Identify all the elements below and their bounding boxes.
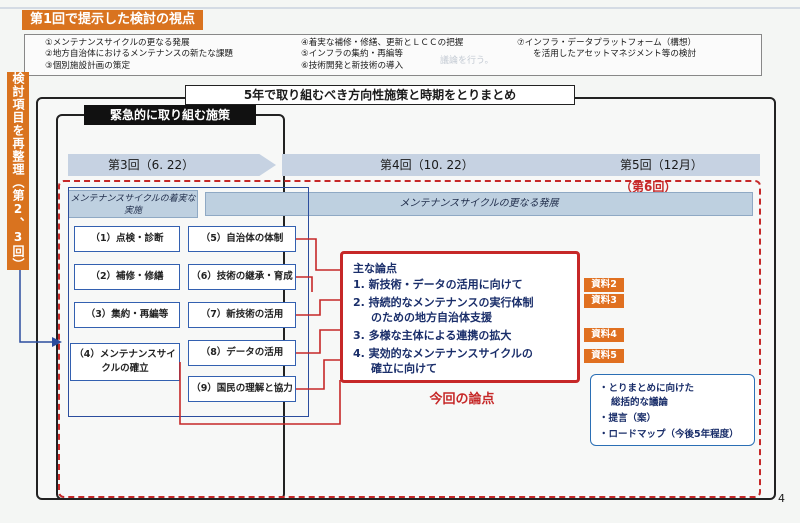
summary-box: ・とりまとめに向けた 総括的な議論 ・提言（案） ・ロードマップ（今後5年程度） — [590, 374, 755, 446]
top-rule — [0, 7, 800, 9]
timeline-label-4: 第4回（10. 22） — [380, 158, 474, 172]
blue-group-outline — [68, 187, 309, 417]
item-public: （9）国民の理解と協力 — [188, 376, 296, 402]
summary-line-1: ・とりまとめに向けた — [599, 383, 695, 394]
item-cycle-establishment: （4）メンテナンスサイクルの確立 — [70, 343, 180, 381]
ref-doc-2[interactable]: 資料2 — [584, 278, 624, 292]
this-time-label: 今回の論点 — [429, 392, 495, 407]
main-points-heading: 主な論点 — [353, 262, 397, 275]
item-inspection: （1）点検・診断 — [74, 226, 180, 252]
item-local-gov: （5）自治体の体制 — [188, 226, 296, 252]
connector-4 — [179, 362, 341, 425]
page-number: 4 — [778, 492, 785, 505]
side-arrow — [19, 270, 52, 343]
ref-doc-5[interactable]: 資料5 — [584, 349, 624, 363]
connector-5 — [296, 238, 340, 271]
ref-doc-4[interactable]: 資料4 — [584, 328, 624, 342]
connector-9 — [296, 359, 340, 390]
viewpoint-6: ⑥技術開発と新技術の導入 — [301, 61, 404, 71]
item-new-tech: （7）新技術の活用 — [188, 302, 296, 328]
viewpoint-3: ③個別施設計画の策定 — [45, 61, 131, 71]
urgent-title: 緊急的に取り組む施策 — [84, 105, 256, 125]
item-consolidation: （3）集約・再編等 — [74, 302, 180, 328]
red-dashed-region — [58, 180, 761, 498]
main-points-box: 主な論点 1. 新技術・データの活用に向けて 2. 持続的なメンテナンスの実行体… — [340, 251, 580, 383]
timeline-label-3: 第3回（6. 22） — [108, 158, 195, 172]
point-4: 4. 実効的なメンテナンスサイクルの — [353, 347, 533, 360]
point-1: 1. 新技術・データの活用に向けて — [353, 278, 523, 291]
outer-title: 5年で取り組むべき方向性施策と時期をとりまとめ — [185, 85, 575, 105]
viewpoint-7: ⑦インフラ・データプラットフォーム（構想） — [517, 38, 697, 48]
viewpoint-4: ④着実な補修・修繕、更新とＬＣＣの把握 — [301, 38, 464, 48]
band-steady: メンテナンスサイクルの着実な実施 — [68, 190, 198, 218]
viewpoint-5: ⑤インフラの集約・再編等 — [301, 49, 403, 59]
timeline-label-5: 第5回（12月） — [620, 158, 703, 172]
timeline-arrow-3: 第3回（6. 22） — [68, 154, 276, 176]
timeline-label-6: （第6回） — [620, 180, 677, 194]
point-2-cont: のための地方自治体支援 — [371, 311, 492, 324]
viewpoint-7-cont: を活用したアセットマネジメント等の検討 — [533, 49, 697, 59]
item-data: （8）データの活用 — [188, 340, 296, 366]
side-label: 検討項目を再整理（第2、3回） — [7, 72, 29, 271]
viewpoint-2: ②地方自治体におけるメンテナンスの新たな課題 — [45, 49, 234, 59]
connector-8 — [296, 329, 340, 354]
timeline-arrow-5: 第5回（12月） （第6回） — [600, 154, 760, 194]
item-tech-succession: （6）技術の継承・育成 — [188, 264, 296, 290]
viewpoint-1: ①メンテナンスサイクルの更なる発展 — [45, 38, 190, 48]
viewpoints-box: ①メンテナンスサイクルの更なる発展 ②地方自治体におけるメンテナンスの新たな課題… — [24, 34, 762, 76]
connector-6 — [296, 276, 313, 292]
section-header: 第1回で提示した検討の視点 — [22, 10, 204, 30]
ref-doc-3[interactable]: 資料3 — [584, 294, 624, 308]
summary-line-3: ・提言（案） — [599, 413, 657, 424]
point-2: 2. 持続的なメンテナンスの実行体制 — [353, 296, 534, 309]
item-repair: （2）補修・修繕 — [74, 264, 180, 290]
band-further: メンテナンスサイクルの更なる発展 — [205, 192, 753, 216]
timeline-arrow-4: 第4回（10. 22） — [282, 154, 652, 176]
point-4-cont: 確立に向けて — [371, 362, 437, 375]
summary-line-2: 総括的な議論 — [611, 397, 669, 408]
connector-7 — [296, 299, 340, 316]
point-3: 3. 多様な主体による連携の拡大 — [353, 329, 512, 342]
summary-line-4: ・ロードマップ（今後5年程度） — [599, 429, 739, 440]
ghost-text: 議論を行う。 — [440, 56, 494, 66]
